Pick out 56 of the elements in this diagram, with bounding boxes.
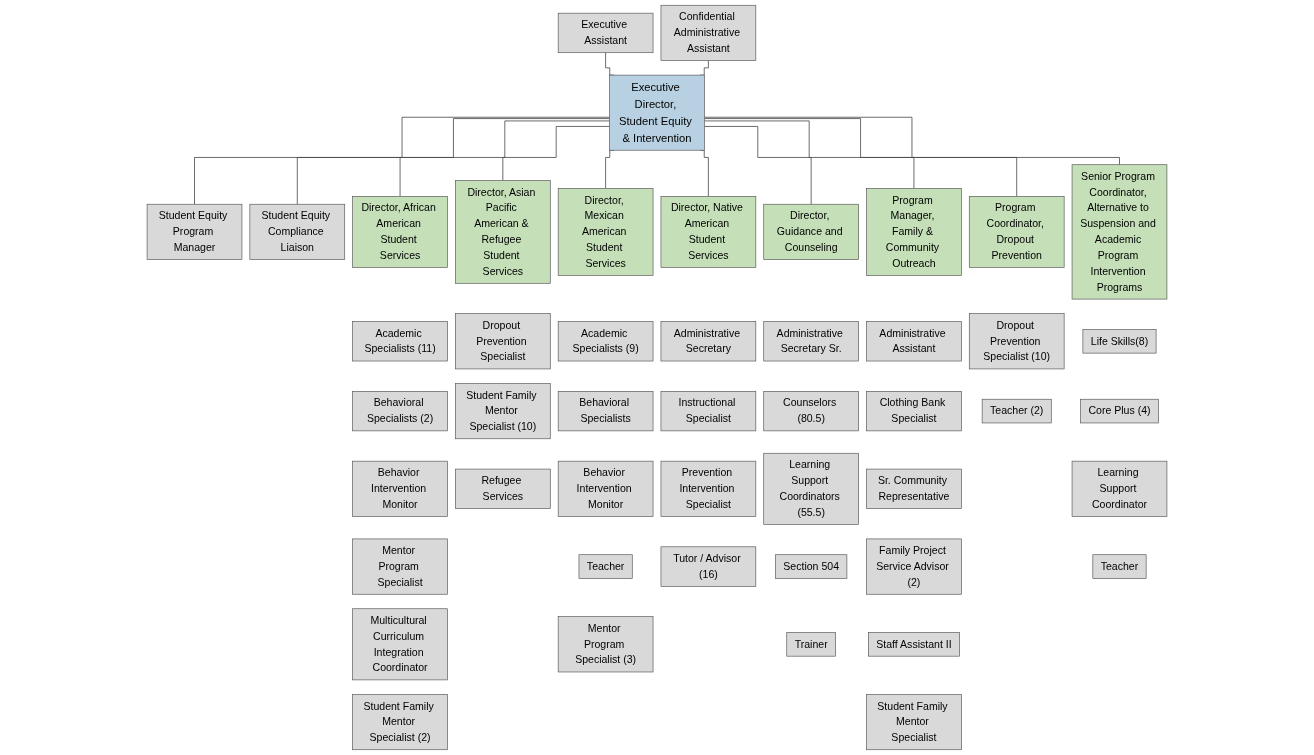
node-box: Sr. Community Representative <box>866 468 962 509</box>
node-box: Mentor Program Specialist <box>352 538 448 595</box>
node-box: Life Skills(8) <box>1082 329 1157 354</box>
node-box: Director, Mexican American Student Services <box>557 188 654 276</box>
node-box: Tutor / Advisor (16) <box>660 546 757 587</box>
node-box: Core Plus (4) <box>1080 398 1159 424</box>
node-box: Dropout Prevention Specialist <box>455 313 551 370</box>
node-box: Director, Asian Pacific American & Refugee Student Services <box>455 180 551 284</box>
node-box: Behavioral Specialists (2) <box>352 391 448 432</box>
node-box: Academic Specialists (9) <box>557 321 654 362</box>
node-box: Dropout Prevention Specialist (10) <box>968 313 1065 370</box>
node-box: Instructional Specialist <box>660 391 757 432</box>
node-box: Teacher <box>578 554 633 579</box>
node-box: Program Manager, Family & Community Outreach <box>866 188 962 276</box>
node-box: Behavior Intervention Monitor <box>557 460 654 517</box>
node-box: Student Family Mentor Specialist (10) <box>455 383 551 440</box>
node-box: Administrative Assistant <box>866 321 962 362</box>
node-box: Refugee Services <box>455 468 551 509</box>
node-box: Student Equity Compliance Liaison <box>249 203 346 260</box>
connector <box>704 120 915 189</box>
node-box: Director, African American Student Services <box>352 196 448 268</box>
node-box: Director, Native American Student Services <box>660 196 757 268</box>
node-box: Behavioral Specialists <box>557 391 654 432</box>
node-box: Multicultural Curriculum Integration Coordinator <box>352 608 448 681</box>
node-box: Staff Assistant II <box>868 632 960 657</box>
node-box: Teacher <box>1092 554 1147 579</box>
node-box: Clothing Bank Specialist <box>866 391 962 432</box>
node-box: Student Family Mentor Specialist (2) <box>352 694 448 751</box>
node-box: Teacher (2) <box>981 398 1052 424</box>
node-box: Counselors (80.5) <box>763 391 859 432</box>
node-box: Section 504 <box>775 554 848 579</box>
connector <box>502 126 610 181</box>
node-box: Family Project Service Advisor (2) <box>866 538 962 595</box>
node-box: Executive Assistant <box>557 12 654 54</box>
node-box: Confidential Administrative Assistant <box>660 4 757 61</box>
connector <box>704 118 1018 197</box>
node-box: Trainer <box>786 632 836 657</box>
connector <box>704 126 812 205</box>
node-box: Executive Director, Student Equity & Intervention <box>609 74 705 151</box>
node-box: Learning Support Coordinator <box>1071 460 1168 517</box>
connector <box>704 116 1120 166</box>
node-box: Director, Guidance and Counseling <box>763 203 859 260</box>
connector <box>399 120 610 197</box>
node-box: Academic Specialists (11) <box>352 321 448 362</box>
node-box: Administrative Secretary Sr. <box>763 321 859 362</box>
node-box: Behavior Intervention Monitor <box>352 460 448 517</box>
node-box: Learning Support Coordinators (55.5) <box>763 452 859 525</box>
node-box: Prevention Intervention Specialist <box>660 460 757 517</box>
connector <box>194 116 610 205</box>
node-box: Administrative Secretary <box>660 321 757 362</box>
node-box: Student Family Mentor Specialist <box>866 694 962 751</box>
node-box: Student Equity Program Manager <box>146 203 243 260</box>
connector <box>296 118 610 205</box>
node-box: Senior Program Coordinator, Alternative to Suspension and Academic Program Intervention Programs <box>1071 164 1168 300</box>
node-box: Mentor Program Specialist (3) <box>557 616 654 673</box>
node-box: Program Coordinator, Dropout Prevention <box>968 196 1065 268</box>
